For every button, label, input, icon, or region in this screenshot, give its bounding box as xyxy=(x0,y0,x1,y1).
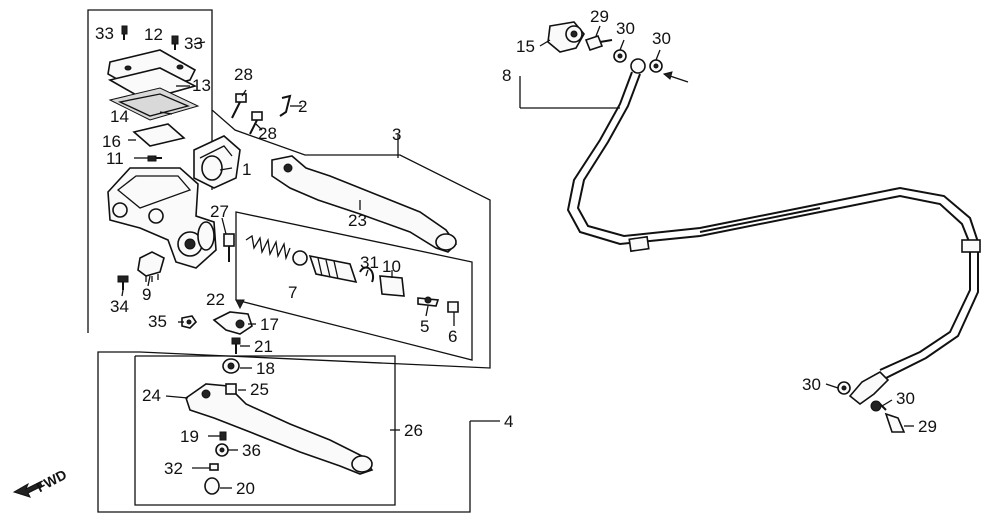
callout-30: 30 xyxy=(896,389,915,408)
callout-18: 18 xyxy=(256,359,275,378)
screw-33-right xyxy=(171,35,179,50)
callout-29: 29 xyxy=(918,417,937,436)
bolt-29-lower xyxy=(879,403,906,433)
callout-20: 20 xyxy=(236,479,255,498)
callout-27: 27 xyxy=(210,202,229,221)
callout-25: 25 xyxy=(250,380,269,399)
fwd-label: FWD xyxy=(34,466,70,495)
front-brake-lever xyxy=(271,155,458,253)
nut-6 xyxy=(447,301,459,313)
washer-30-b xyxy=(649,59,663,73)
callout-30: 30 xyxy=(616,19,635,38)
pin-2 xyxy=(279,94,292,117)
callout-1: 1 xyxy=(242,160,251,179)
washer-30-d xyxy=(870,400,882,412)
hose-upper-fitting xyxy=(630,58,646,74)
callout-5: 5 xyxy=(420,317,429,336)
callout-35: 35 xyxy=(148,312,167,331)
hose-lower-fitting xyxy=(848,371,890,406)
callout-22: 22 xyxy=(206,290,225,309)
fitting-27 xyxy=(223,233,235,262)
spring-19 xyxy=(219,431,227,441)
circlip-31 xyxy=(359,266,375,283)
piston-spring xyxy=(245,234,291,261)
brake-hose xyxy=(566,71,981,379)
reservoir-plate xyxy=(132,123,186,147)
callout-8: 8 xyxy=(502,66,511,85)
callout-33: 33 xyxy=(184,34,203,53)
callout-32: 32 xyxy=(164,459,183,478)
collar-25 xyxy=(225,383,237,395)
screw-34 xyxy=(117,275,129,290)
callout-30: 30 xyxy=(802,375,821,394)
callout-29: 29 xyxy=(590,7,609,26)
reservoir-diaphragm xyxy=(108,87,200,121)
screw-11 xyxy=(147,155,162,162)
screw-21 xyxy=(231,337,241,354)
bolt-28-upper xyxy=(231,93,247,119)
leader-lines xyxy=(121,25,914,489)
callout-28: 28 xyxy=(234,65,253,84)
callout-3: 3 xyxy=(392,125,401,144)
callout-12: 12 xyxy=(144,25,163,44)
callout-14: 14 xyxy=(110,107,129,126)
group-outlines xyxy=(87,9,620,513)
callout-2: 2 xyxy=(298,97,307,116)
callout-19: 19 xyxy=(180,427,199,446)
callout-21: 21 xyxy=(254,337,273,356)
callout-30: 30 xyxy=(652,29,671,48)
callout-28: 28 xyxy=(258,124,277,143)
callout-7: 7 xyxy=(288,283,297,302)
rear-brake-lever xyxy=(185,383,374,475)
callout-11: 11 xyxy=(106,149,124,168)
callout-36: 36 xyxy=(242,441,261,460)
callout-31: 31 xyxy=(360,253,379,272)
pivot-bracket-17 xyxy=(212,311,253,335)
callout-26: 26 xyxy=(404,421,423,440)
callout-4: 4 xyxy=(504,412,513,431)
screw-22 xyxy=(235,299,245,310)
callout-17: 17 xyxy=(260,315,279,334)
callout-13: 13 xyxy=(192,76,211,95)
piston-cup xyxy=(292,250,308,266)
bolt-28-lower xyxy=(249,111,263,135)
callout-labels: 33 12 33 13 14 16 11 1 28 28 2 3 23 27 7… xyxy=(95,7,937,498)
callout-34: 34 xyxy=(110,297,129,316)
arrow-upper xyxy=(662,71,689,83)
washer-36 xyxy=(215,443,229,457)
callout-9: 9 xyxy=(142,285,151,304)
callout-23: 23 xyxy=(348,211,367,230)
bolt-29-upper xyxy=(584,35,613,51)
callout-6: 6 xyxy=(448,327,457,346)
nut-35 xyxy=(181,315,198,329)
fwd-arrow: FWD xyxy=(12,466,70,498)
banjo-fitting-15 xyxy=(547,21,585,53)
callout-10: 10 xyxy=(382,257,401,276)
screw-32 xyxy=(209,463,219,471)
callout-33: 33 xyxy=(95,24,114,43)
pushrod-5 xyxy=(417,296,440,307)
screw-33-left xyxy=(121,25,128,40)
reservoir-cap xyxy=(107,49,198,101)
washer-30-c xyxy=(837,381,851,395)
master-cylinder-bracket xyxy=(193,135,241,189)
piston-assembly xyxy=(308,254,358,284)
nut-20 xyxy=(204,477,220,495)
callout-24: 24 xyxy=(142,386,161,405)
master-cylinder-body xyxy=(107,167,217,269)
brake-switch xyxy=(137,251,165,282)
nut-18 xyxy=(222,358,240,374)
washer-30-a xyxy=(613,49,627,63)
callout-15: 15 xyxy=(516,37,535,56)
callout-16: 16 xyxy=(102,132,121,151)
boot-10 xyxy=(379,275,405,297)
